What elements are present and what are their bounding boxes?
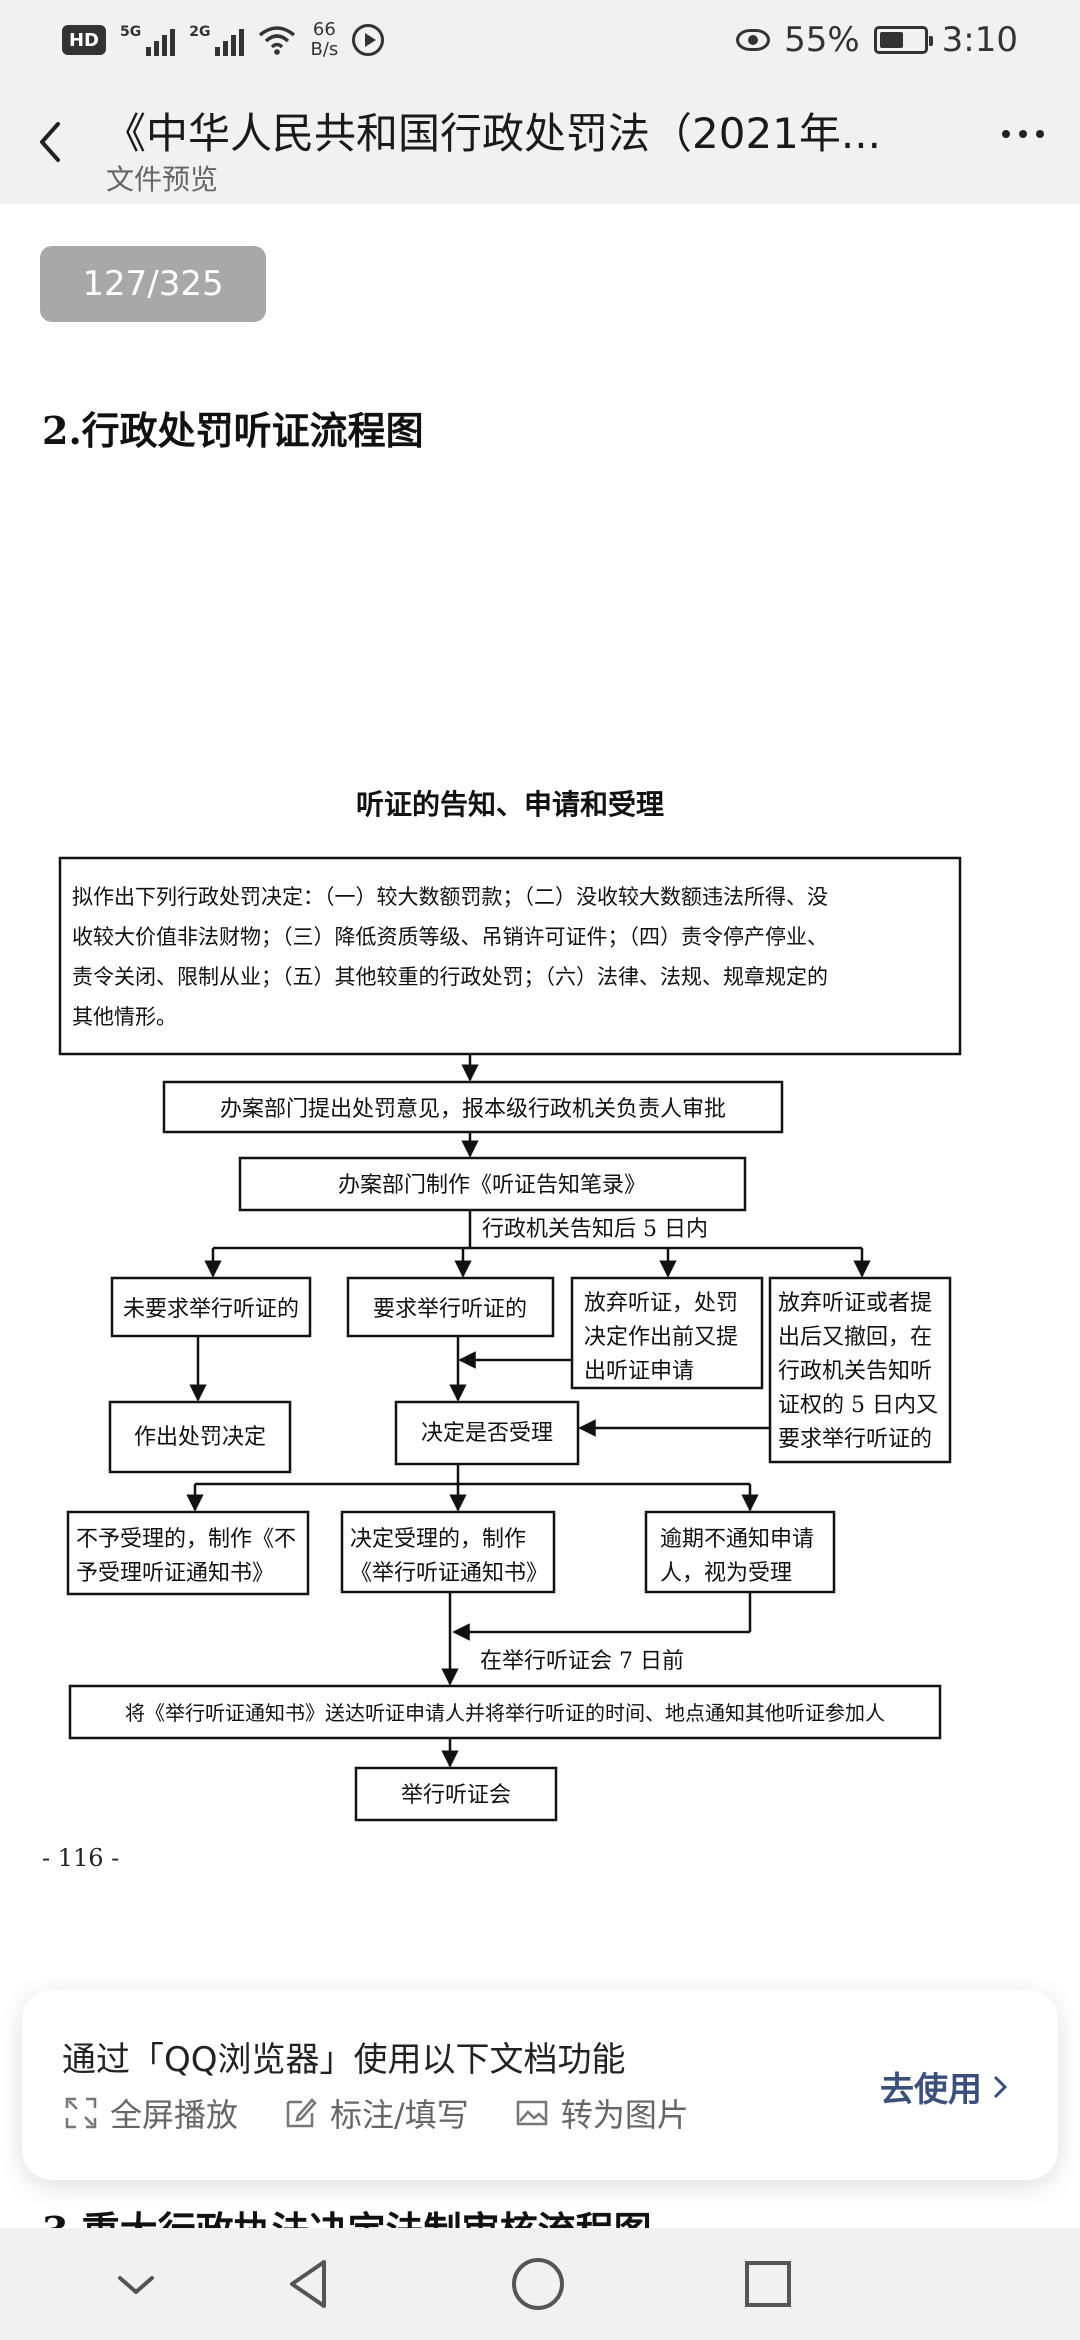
document-title: 《中华人民共和国行政处罚法（2021年... [104, 109, 881, 158]
signal-5g-icon: 5G [120, 24, 176, 56]
promo-heading: 通过「QQ浏览器」使用以下文档功能 [62, 2040, 626, 2080]
action-to-image-label: 转为图片 [560, 2096, 689, 2134]
promo-actions: 全屏播放 标注/填写 转为图片 [64, 2090, 689, 2136]
battery-percent: 55% [784, 20, 860, 60]
collapse-icon[interactable] [106, 2254, 166, 2314]
box-opinion-text: 办案部门提出处罚意见，报本级行政机关负责人审批 [220, 1097, 726, 1122]
back-icon[interactable] [30, 114, 70, 170]
box-hold-text: 举行听证会 [401, 1783, 511, 1808]
flowchart-svg: 听证的告知、申请和受理 拟作出下列行政处罚决定：（一）较大数额罚款；（二）没收较… [58, 788, 962, 1822]
battery-icon [873, 26, 933, 54]
signal-2g-label: 2G [189, 24, 211, 40]
page-indicator: 127/325 [40, 246, 266, 322]
box-accept-question-text: 决定是否受理 [421, 1421, 553, 1446]
flowchart: 听证的告知、申请和受理 拟作出下列行政处罚决定：（一）较大数额罚款；（二）没收较… [50, 538, 970, 1878]
box-accept-line-2: 《举行听证通知书》 [350, 1561, 548, 1586]
box-overdue [644, 1510, 836, 1594]
box-overdue-line-2: 人，视为受理 [660, 1561, 792, 1586]
box-decision-line-3: 责令关闭、限制从业；（五）其他较重的行政处罚；（六）法律、法规、规章规定的 [72, 965, 828, 989]
system-nav-bar [0, 2228, 1080, 2340]
action-fullscreen-label: 全屏播放 [110, 2096, 239, 2134]
box-penalty-text: 作出处罚决定 [134, 1425, 266, 1450]
box-waive-line-2: 决定作出前又提 [584, 1325, 738, 1350]
box-opinion [162, 1080, 784, 1134]
box-withdraw-line-4: 证权的 5 日内又 [778, 1393, 938, 1418]
action-annotate-label: 标注/填写 [330, 2096, 469, 2134]
eye-comfort-icon [736, 29, 771, 51]
edit-icon [286, 2098, 317, 2128]
page-number: - 116 - [42, 1844, 120, 1872]
box-reject-line-2: 予受理听证通知书》 [76, 1561, 274, 1586]
network-speed: 66 B/s [310, 20, 338, 60]
network-speed-value: 66 [312, 19, 336, 40]
box-hold [354, 1766, 558, 1822]
label-after-notice: 行政机关告知后 5 日内 [482, 1217, 708, 1242]
box-penalty [108, 1400, 292, 1474]
box-notice-text: 办案部门制作《听证告知笔录》 [338, 1173, 646, 1198]
more-menu-icon[interactable] [1002, 130, 1044, 138]
box-accept [340, 1510, 556, 1594]
image-icon [516, 2100, 548, 2126]
fullscreen-icon [65, 2097, 97, 2129]
box-overdue-line-1: 逾期不通知申请 [660, 1527, 814, 1552]
home-circle-icon[interactable] [508, 2254, 568, 2314]
box-deliver-text: 将《举行听证通知书》送达听证申请人并将举行听证的时间、地点通知其他听证参加人 [125, 1701, 885, 1725]
status-bar: HD 5G 2G 66 B/s 55% 3:10 [0, 0, 1080, 80]
back-triangle-icon[interactable] [280, 2254, 340, 2314]
chevron-right-icon [993, 2075, 1008, 2098]
box-no-request-text: 未要求举行听证的 [123, 1297, 299, 1322]
media-play-icon [352, 24, 385, 56]
box-accept-line-1: 决定受理的，制作 [350, 1527, 526, 1552]
hd-badge: HD [62, 25, 106, 55]
next-section-title: 3.重大行政执法决定法制审核流程图 [42, 2200, 652, 2228]
status-right: 55% 3:10 [736, 20, 1018, 60]
action-to-image[interactable]: 转为图片 [515, 2090, 689, 2136]
go-use-label: 去使用 [880, 2070, 982, 2110]
label-before-hearing: 在举行听证会 7 日前 [480, 1649, 684, 1674]
box-notice [238, 1156, 747, 1212]
box-decision-line-2: 收较大价值非法财物；（三）降低资质等级、吊销许可证件；（四）责令停产停业、 [72, 925, 828, 949]
box-waive [570, 1276, 764, 1390]
clock: 3:10 [941, 20, 1018, 60]
signal-2g-icon: 2G [189, 24, 245, 56]
box-decision-line-1: 拟作出下列行政处罚决定：（一）较大数额罚款；（二）没收较大数额违法所得、没 [72, 885, 828, 909]
document-view[interactable]: 127/325 2.行政处罚听证流程图 听证的告知、申请和受理 拟作出下列行政处… [0, 204, 1080, 1992]
box-withdraw-line-3: 行政机关告知听 [778, 1359, 932, 1384]
box-withdraw-line-1: 放弃听证或者提 [778, 1291, 932, 1316]
action-annotate[interactable]: 标注/填写 [284, 2090, 469, 2136]
box-withdraw [768, 1276, 952, 1464]
network-speed-unit: B/s [310, 39, 339, 60]
box-waive-line-1: 放弃听证，处罚 [584, 1291, 738, 1316]
document-subtitle: 文件预览 [106, 163, 219, 196]
box-withdraw-line-2: 出后又撤回，在 [778, 1325, 932, 1350]
battery-fill [879, 32, 903, 48]
recents-square-icon[interactable] [738, 2254, 798, 2314]
action-fullscreen[interactable]: 全屏播放 [64, 2090, 238, 2136]
box-decision-line-4: 其他情形。 [72, 1005, 177, 1029]
status-left: HD 5G 2G 66 B/s [62, 20, 385, 60]
box-accept-question [394, 1400, 580, 1466]
box-no-request [110, 1276, 312, 1338]
box-waive-line-3: 出听证申请 [584, 1359, 694, 1384]
section-title: 2.行政处罚听证流程图 [42, 408, 424, 453]
box-reject [66, 1510, 310, 1596]
box-deliver [68, 1684, 942, 1740]
app-header: 《中华人民共和国行政处罚法（2021年... 文件预览 [0, 80, 1080, 204]
flowchart-title: 听证的告知、申请和受理 [356, 788, 664, 821]
box-withdraw-line-5: 要求举行听证的 [778, 1427, 932, 1452]
box-decision [58, 856, 962, 1056]
qq-browser-promo-card: 通过「QQ浏览器」使用以下文档功能 全屏播放 标注/填写 转为图片 去使用 [22, 1990, 1058, 2180]
signal-5g-label: 5G [120, 24, 142, 40]
wifi-icon [259, 26, 296, 55]
go-use-button[interactable]: 去使用 [880, 2062, 1008, 2111]
box-reject-line-1: 不予受理的，制作《不 [76, 1527, 296, 1552]
box-request [346, 1276, 555, 1338]
box-request-text: 要求举行听证的 [373, 1297, 527, 1322]
